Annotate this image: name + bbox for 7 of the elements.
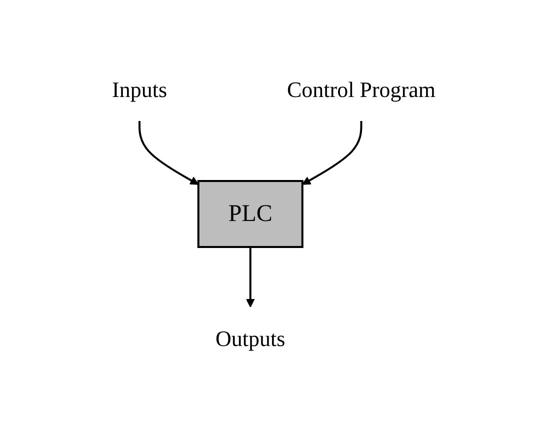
arrow <box>138 121 199 185</box>
node-text: Control Program <box>286 77 436 102</box>
node-text: Inputs <box>112 77 167 102</box>
node-box: PLC <box>197 180 304 248</box>
arrow <box>302 121 362 185</box>
arrow <box>246 247 255 308</box>
node-text: Outputs <box>215 326 285 351</box>
